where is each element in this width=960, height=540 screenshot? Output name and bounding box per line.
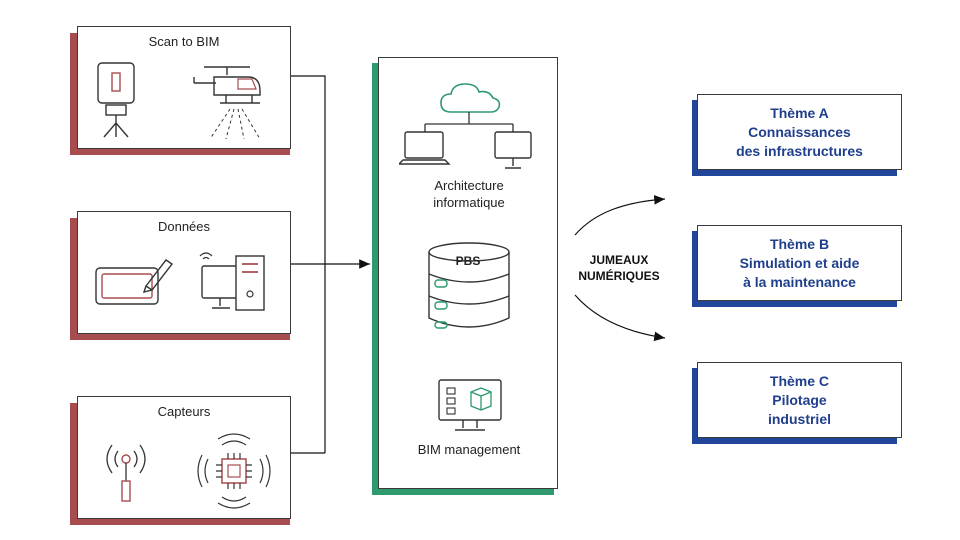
architecture-label: Architecture informatique: [433, 178, 505, 210]
arrow-to-theme-c: [574, 294, 666, 342]
source-box-capteurs: Capteurs: [77, 396, 291, 519]
theme-a-line2: Connaissances: [748, 123, 851, 140]
theme-box-a: Thème A Connaissances des infrastructure…: [697, 94, 902, 170]
theme-box-b: Thème B Simulation et aide à la maintena…: [697, 225, 902, 301]
theme-c-line2: Pilotage: [772, 391, 827, 408]
theme-b-line3: à la maintenance: [743, 273, 856, 290]
laptop-icon: [399, 131, 451, 165]
bim-label: BIM management: [417, 442, 521, 457]
antenna-sensor-icon: [106, 444, 146, 502]
monitor-icon: [494, 131, 532, 169]
helicopter-icon: [193, 66, 261, 140]
architecture-network-graphic: [399, 83, 532, 169]
source-title-scan: Scan to BIM: [148, 34, 220, 49]
theme-box-c: Thème C Pilotage industriel: [697, 362, 902, 438]
cloud-icon: [440, 83, 501, 113]
theme-b-line2: Simulation et aide: [739, 254, 860, 271]
bim-screen-icon: [438, 379, 502, 431]
theme-a-line3: des infrastructures: [736, 142, 863, 159]
theme-c-line1: Thème C: [769, 372, 830, 389]
chip-sensor-icon: [197, 433, 271, 509]
theme-b-line1: Thème B: [769, 235, 830, 252]
twins-label-line2: NUMÉRIQUES: [578, 269, 660, 283]
database-icon: [428, 242, 510, 329]
laser-scanner-icon: [97, 62, 135, 138]
computer-icon: [199, 252, 265, 311]
twins-label: JUMEAUX NUMÉRIQUES: [558, 252, 680, 284]
source-title-capteurs: Capteurs: [157, 404, 211, 419]
source-box-donnees: Données: [77, 211, 291, 334]
theme-a-line1: Thème A: [770, 104, 829, 121]
source-title-donnees: Données: [157, 219, 211, 234]
pbs-label: PBS: [455, 254, 481, 268]
twins-label-line1: JUMEAUX: [589, 253, 649, 267]
connector-scan: [290, 75, 326, 453]
center-panel: Architecture informatique PBS BIM manage…: [378, 57, 558, 489]
arrow-to-theme-a: [574, 195, 666, 236]
source-box-scan: Scan to BIM: [77, 26, 291, 149]
theme-c-line3: industriel: [767, 410, 831, 427]
tablet-pen-icon: [95, 259, 174, 305]
